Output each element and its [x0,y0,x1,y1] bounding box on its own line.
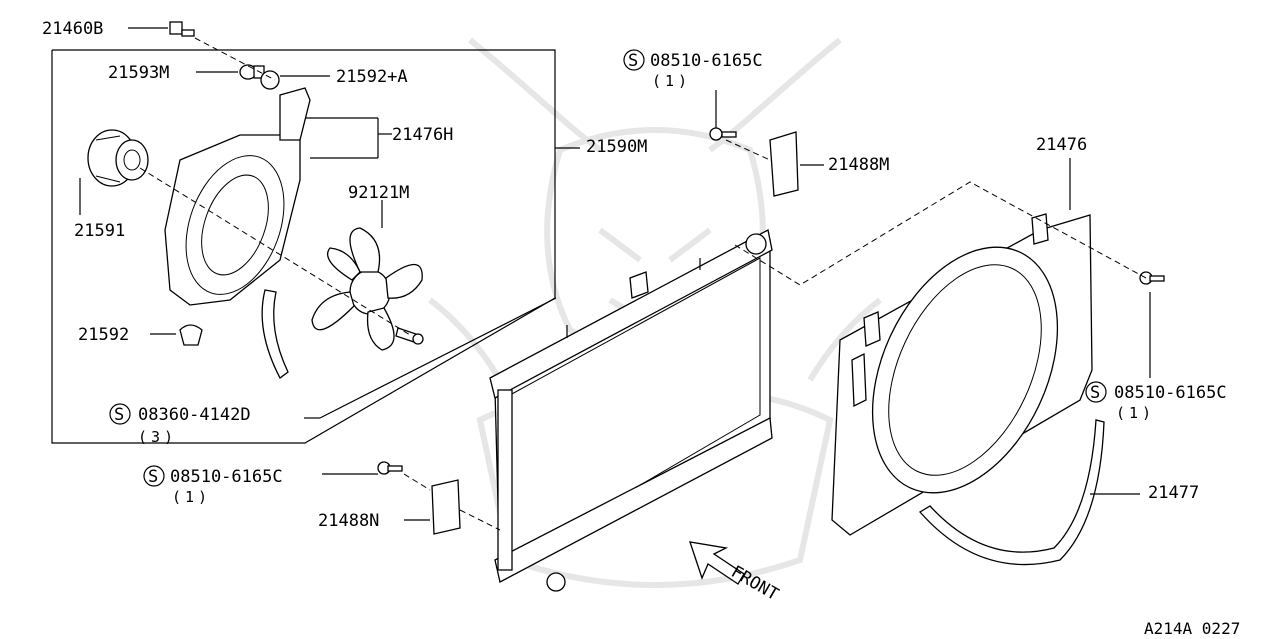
grommet-21592a [260,70,330,90]
shroud-seal-strip [261,289,289,379]
label-21591: 21591 [74,221,125,241]
diagram-code: A214A 0227 [1144,619,1240,638]
label-21476h: 21476H [392,125,453,145]
bracket-21488m [769,131,824,197]
fan-blade-92121m [311,200,424,351]
label-21460b: 21460B [42,19,103,39]
assembly-dash-line-a [139,37,411,336]
label-21477: 21477 [1148,483,1199,503]
screw-08510-top [709,90,737,141]
fan-motor-21591 [79,129,149,215]
qty-1-left: (1) [172,488,211,506]
label-92121m: 92121M [348,183,409,203]
label-21593m: 21593M [108,63,169,83]
grommet-21593m [196,64,265,80]
s-symbol-mid: S [114,405,124,425]
screw-08510-left [322,461,403,475]
fan-assembly-box [51,49,580,444]
radiator [489,229,773,592]
label-leaders [304,297,557,419]
s-symbol-top: S [628,51,638,71]
qty-3: (3) [138,428,177,446]
front-direction-arrow-icon [689,541,745,585]
bolt-21460b [128,21,195,37]
label-21592: 21592 [78,325,129,345]
qty-1-right: (1) [1116,404,1155,422]
label-08510-right: 08510-6165C [1114,383,1227,403]
label-21476: 21476 [1036,135,1087,155]
s-circle-symbol-icon: S S S S [109,49,1107,487]
label-21590m: 21590M [586,137,647,157]
fan-shroud-21476 [831,158,1093,536]
lower-seal-21477 [918,419,1140,566]
label-21488n: 21488N [318,511,379,531]
s-symbol-left: S [148,467,158,487]
label-21488m: 21488M [828,155,889,175]
qty-1-top: (1) [652,72,691,90]
assembly-dash-line-b [403,139,1147,531]
label-08510-top: 08510-6165C [650,51,763,71]
label-21592a: 21592+A [336,67,408,87]
motor-shroud-21476h [164,87,392,306]
bracket-21488n [404,479,461,535]
grommet-21592 [150,324,203,346]
screw-08510-right [1139,271,1165,378]
label-08510-left: 08510-6165C [170,467,283,487]
label-08360-4142d: 08360-4142D [138,405,251,425]
s-symbol-right: S [1090,383,1100,403]
